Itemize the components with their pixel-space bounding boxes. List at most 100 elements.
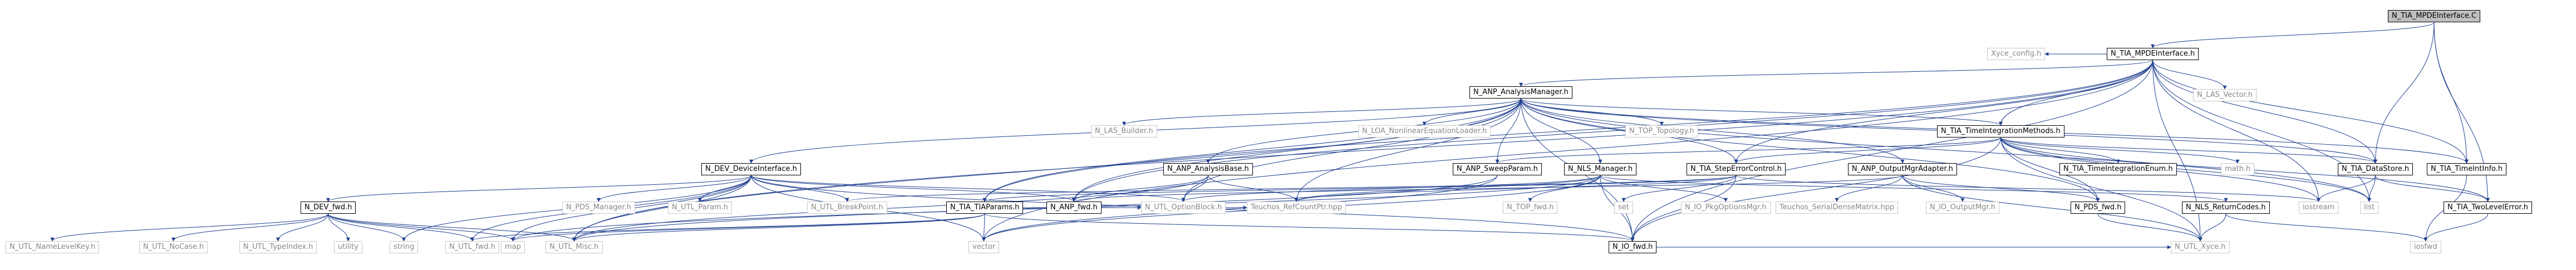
graph-node-dev-fwd[interactable]: N_DEV_fwd.h [301, 202, 356, 214]
graph-node-utl-xyce[interactable]: N_UTL_Xyce.h [2171, 241, 2230, 253]
dependency-edge [1528, 175, 1601, 202]
dependency-edge [751, 175, 1186, 202]
dependency-edge [1519, 60, 2153, 87]
dependency-edge [326, 175, 751, 202]
graph-node-dev-di[interactable]: N_DEV_DeviceInterface.h [701, 163, 801, 175]
dependency-edge [1521, 98, 2003, 126]
graph-node-vector[interactable]: vector [969, 241, 1000, 253]
graph-node-utl-bp[interactable]: N_UTL_BreakPoint.h [807, 202, 887, 214]
dependency-edge [1630, 137, 2001, 242]
graph-node-anp-am[interactable]: N_ANP_AnalysisManager.h [1469, 86, 1572, 99]
graph-node-tia-tii[interactable]: N_TIA_TimeIntInfo.h [2427, 163, 2507, 175]
dependency-edge [2000, 137, 2377, 164]
graph-node-nls-rc[interactable]: N_NLS_ReturnCodes.h [2182, 202, 2270, 214]
graph-node-nls-mgr[interactable]: N_NLS_Manager.h [1564, 163, 1637, 175]
graph-node-top-fwd[interactable]: N_TOP_fwd.h [1503, 202, 1558, 214]
graph-node-math[interactable]: math.h [2221, 163, 2255, 175]
graph-node-utl-ti[interactable]: N_UTL_TypeIndex.h [239, 241, 317, 253]
dependency-edge [1294, 98, 1521, 202]
dependency-edge [982, 213, 986, 242]
graph-node-anp-oma[interactable]: N_ANP_OutputMgrAdapter.h [1848, 163, 1957, 175]
dependency-edge [1902, 175, 2100, 202]
graph-node-io-pkg[interactable]: N_IO_PkgOptionsMgr.h [1681, 202, 1771, 214]
dependency-edge [984, 213, 1635, 242]
dependency-edge [1736, 175, 2321, 202]
graph-node-anp-ab[interactable]: N_ANP_AnalysisBase.h [1163, 163, 1253, 175]
dependency-edge [1294, 175, 1601, 202]
dependency-edge [328, 213, 576, 242]
graph-node-las-vector[interactable]: N_LAS_Vector.h [2193, 89, 2257, 101]
graph-node-utl-misc[interactable]: N_UTL_Misc.h [545, 241, 603, 253]
dependency-edge [328, 213, 515, 242]
graph-node-pds-mgr[interactable]: N_PDS_Manager.h [562, 202, 635, 214]
graph-node-root: N_TIA_MPDEInterface.C [2388, 10, 2481, 22]
dependency-edge [470, 213, 985, 242]
dependency-edge [1621, 175, 1737, 202]
dependency-edge [1072, 175, 1208, 202]
graph-node-top-topology[interactable]: N_TOP_Topology.h [1625, 125, 1698, 138]
graph-node-utl-ob[interactable]: N_UTL_OptionBlock.h [1141, 202, 1226, 214]
graph-node-tia-sec[interactable]: N_TIA_StepErrorControl.h [1687, 163, 1786, 175]
dependency-edge [1495, 98, 1521, 164]
graph-node-teuchos-sdm[interactable]: Teuchos_SerialDenseMatrix.hpp [1776, 202, 1899, 214]
dependency-edge [572, 213, 985, 242]
graph-node-set[interactable]: set [1614, 202, 1633, 214]
dependency-edge [751, 175, 1076, 202]
dependency-edge [2375, 175, 2490, 202]
dependency-edge [2000, 137, 2371, 202]
dependency-edge [2000, 137, 2240, 164]
dependency-edge [1902, 175, 1965, 202]
dependency-edge [1072, 60, 2153, 202]
graph-node-tia-tim[interactable]: N_TIA_TimeIntegrationMethods.h [1937, 125, 2064, 138]
graph-node-utl-nocase[interactable]: N_UTL_NoCase.h [139, 241, 208, 253]
dependency-edge [1600, 175, 2228, 202]
graph-node-las-builder[interactable]: N_LAS_Builder.h [1091, 125, 1157, 138]
graph-node-mpde-h[interactable]: N_TIA_MPDEInterface.h [2107, 48, 2199, 60]
graph-node-utl-param[interactable]: N_UTL_Param.h [668, 202, 732, 214]
dependency-edge [2198, 213, 2226, 242]
graph-node-utility[interactable]: utility [334, 241, 362, 253]
graph-node-io-fwd[interactable]: N_IO_fwd.h [1609, 241, 1657, 253]
dependency-edge [2152, 60, 2377, 164]
dependency-edge [1181, 175, 1601, 202]
dependency-edge [2000, 137, 2120, 164]
graph-node-pds-fwd[interactable]: N_PDS_fwd.h [2071, 202, 2126, 214]
dependency-edge [572, 175, 1208, 242]
dependency-edge [2152, 60, 2321, 202]
graph-node-iostream[interactable]: iostream [2299, 202, 2339, 214]
dependency-edge [982, 60, 2153, 202]
dependency-edge [572, 175, 1498, 242]
graph-node-list[interactable]: list [2360, 202, 2379, 214]
dependency-edge [1422, 98, 1521, 126]
dependency-edge [2152, 60, 2371, 202]
dependency-edge [1294, 175, 1737, 202]
graph-node-tia-tle[interactable]: N_TIA_TwoLevelError.h [2444, 202, 2532, 214]
graph-node-loa-nonlin[interactable]: N_LOA_NonlinearEquationLoader.h [1358, 125, 1491, 138]
graph-node-utl-fwd[interactable]: N_UTL_fwd.h [445, 241, 500, 253]
dependency-edge [328, 213, 350, 242]
graph-node-anp-sweep[interactable]: N_ANP_SweepParam.h [1453, 163, 1542, 175]
dependency-edge [1521, 98, 2371, 202]
graph-node-utl-nlk[interactable]: N_UTL_NameLevelKey.h [6, 241, 100, 253]
dependency-edge [328, 213, 406, 242]
graph-node-xyce-config[interactable]: Xyce_config.h [1987, 48, 2046, 60]
graph-node-string[interactable]: string [390, 241, 419, 253]
graph-node-tia-tp[interactable]: N_TIA_TIAParams.h [946, 202, 1024, 214]
graph-node-io-om[interactable]: N_IO_OutputMgr.h [1926, 202, 1999, 214]
dependency-edge [2000, 137, 2100, 202]
dependency-edge [572, 175, 751, 242]
graph-node-tia-tienum[interactable]: N_TIA_TimeIntegrationEnum.h [2059, 163, 2177, 175]
dependency-edge [1521, 98, 1905, 164]
graph-node-iosfwd[interactable]: iosfwd [2410, 241, 2441, 253]
dependency-edge [1072, 98, 1521, 202]
dependency-edge [1600, 175, 1728, 202]
dependency-edge [1072, 175, 1903, 202]
dependency-edge [1495, 137, 2001, 164]
graph-node-anp-fwd[interactable]: N_ANP_fwd.h [1046, 202, 1102, 214]
dependency-edge [845, 175, 1737, 202]
graph-node-teuchos-rcp[interactable]: Teuchos_RefCountPtr.hpp [1247, 202, 1346, 214]
graph-node-map[interactable]: map [501, 241, 525, 253]
graph-node-tia-ds[interactable]: N_TIA_DataStore.h [2338, 163, 2413, 175]
